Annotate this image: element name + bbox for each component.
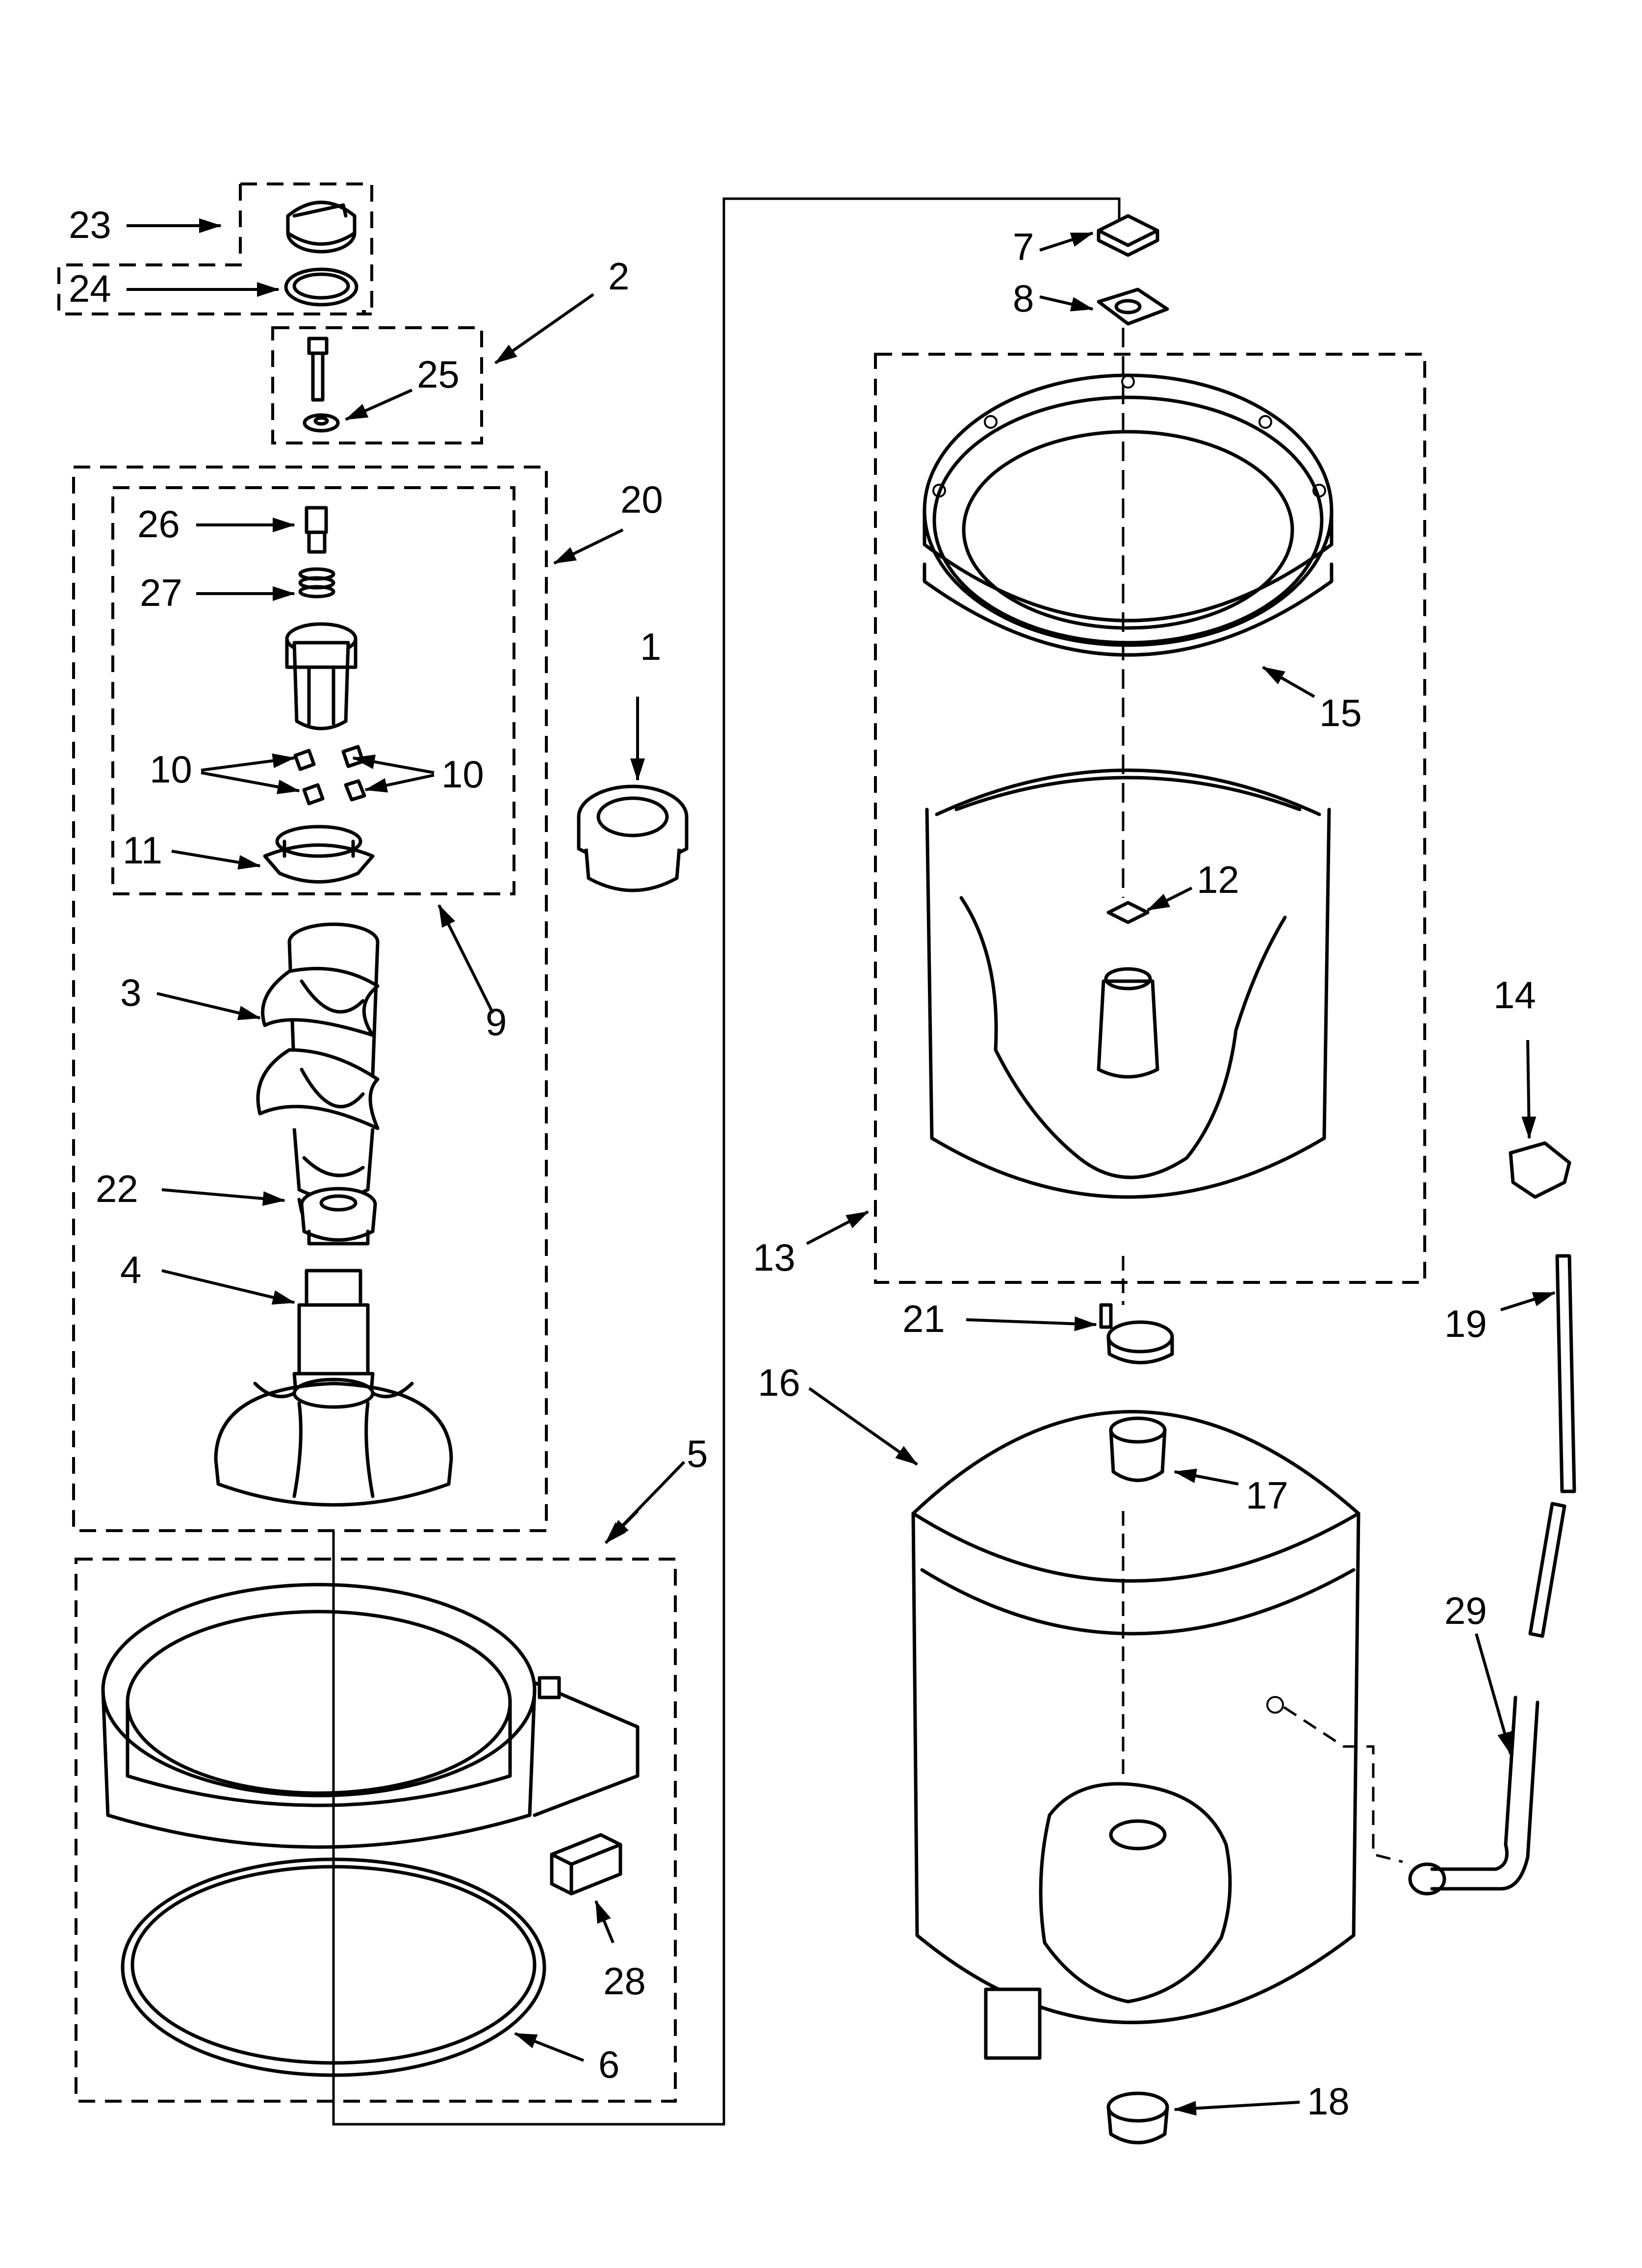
label-17: 17 [1246, 1474, 1288, 1517]
label-14: 14 [1493, 973, 1536, 1017]
label-24: 24 [69, 267, 111, 310]
label-29: 29 [1444, 1589, 1487, 1632]
label-23: 23 [69, 203, 111, 246]
part-cap [286, 201, 357, 254]
part-hose-clamp [1099, 1303, 1174, 1364]
part-basket [925, 768, 1331, 1199]
callout-labels: 23 24 2 25 20 26 27 1 10 10 11 9 3 22 4 … [69, 203, 1536, 2123]
part-hose-clip [1509, 1141, 1571, 1199]
part-ring [284, 267, 359, 307]
label-5: 5 [687, 1432, 708, 1475]
label-15: 15 [1319, 691, 1362, 734]
part-tub-ring [101, 1583, 640, 1849]
part-balance-ring [923, 373, 1334, 657]
label-1: 1 [640, 625, 661, 668]
part-clip [1097, 287, 1169, 326]
label-10b: 10 [441, 753, 484, 796]
label-4: 4 [120, 1248, 141, 1291]
label-22: 22 [96, 1167, 138, 1210]
part-tube [1528, 1254, 1576, 1638]
label-20: 20 [620, 478, 663, 521]
part-nut [1097, 214, 1159, 257]
part-block [550, 1833, 622, 1896]
label-27: 27 [140, 571, 182, 614]
label-28: 28 [603, 1959, 646, 2003]
label-13: 13 [753, 1236, 795, 1279]
label-6: 6 [598, 2043, 619, 2086]
part-agitator-base [263, 825, 375, 884]
part-grommet [577, 784, 689, 892]
part-dogs [293, 745, 366, 806]
part-agitator-drive [214, 1269, 453, 1507]
part-drain-plug [1106, 2091, 1169, 2144]
label-11: 11 [123, 829, 162, 872]
label-10a: 10 [150, 748, 192, 791]
label-8: 8 [1013, 277, 1034, 320]
part-spring [298, 567, 335, 599]
label-25: 25 [417, 353, 460, 396]
part-hose [1408, 1695, 1539, 1896]
label-7: 7 [1013, 225, 1034, 268]
label-26: 26 [137, 502, 180, 546]
part-shaft-seal [1109, 1416, 1167, 1482]
part-auger [256, 922, 380, 1220]
part-bushing [300, 1187, 377, 1246]
label-3: 3 [120, 971, 141, 1014]
label-12: 12 [1197, 858, 1239, 901]
part-seal-ring [121, 1857, 546, 2077]
part-bolt [303, 337, 340, 433]
label-21: 21 [902, 1297, 945, 1340]
label-16: 16 [758, 1361, 800, 1404]
label-2: 2 [608, 255, 629, 298]
part-agitator-cam [285, 622, 358, 730]
leader-arrows [127, 218, 1556, 2116]
part-outer-tub [911, 1410, 1360, 2060]
label-18: 18 [1307, 2080, 1350, 2123]
label-19: 19 [1444, 1302, 1487, 1345]
label-9: 9 [486, 1000, 507, 1043]
part-spline-cap [305, 506, 328, 554]
group-boxes [57, 182, 1426, 2103]
